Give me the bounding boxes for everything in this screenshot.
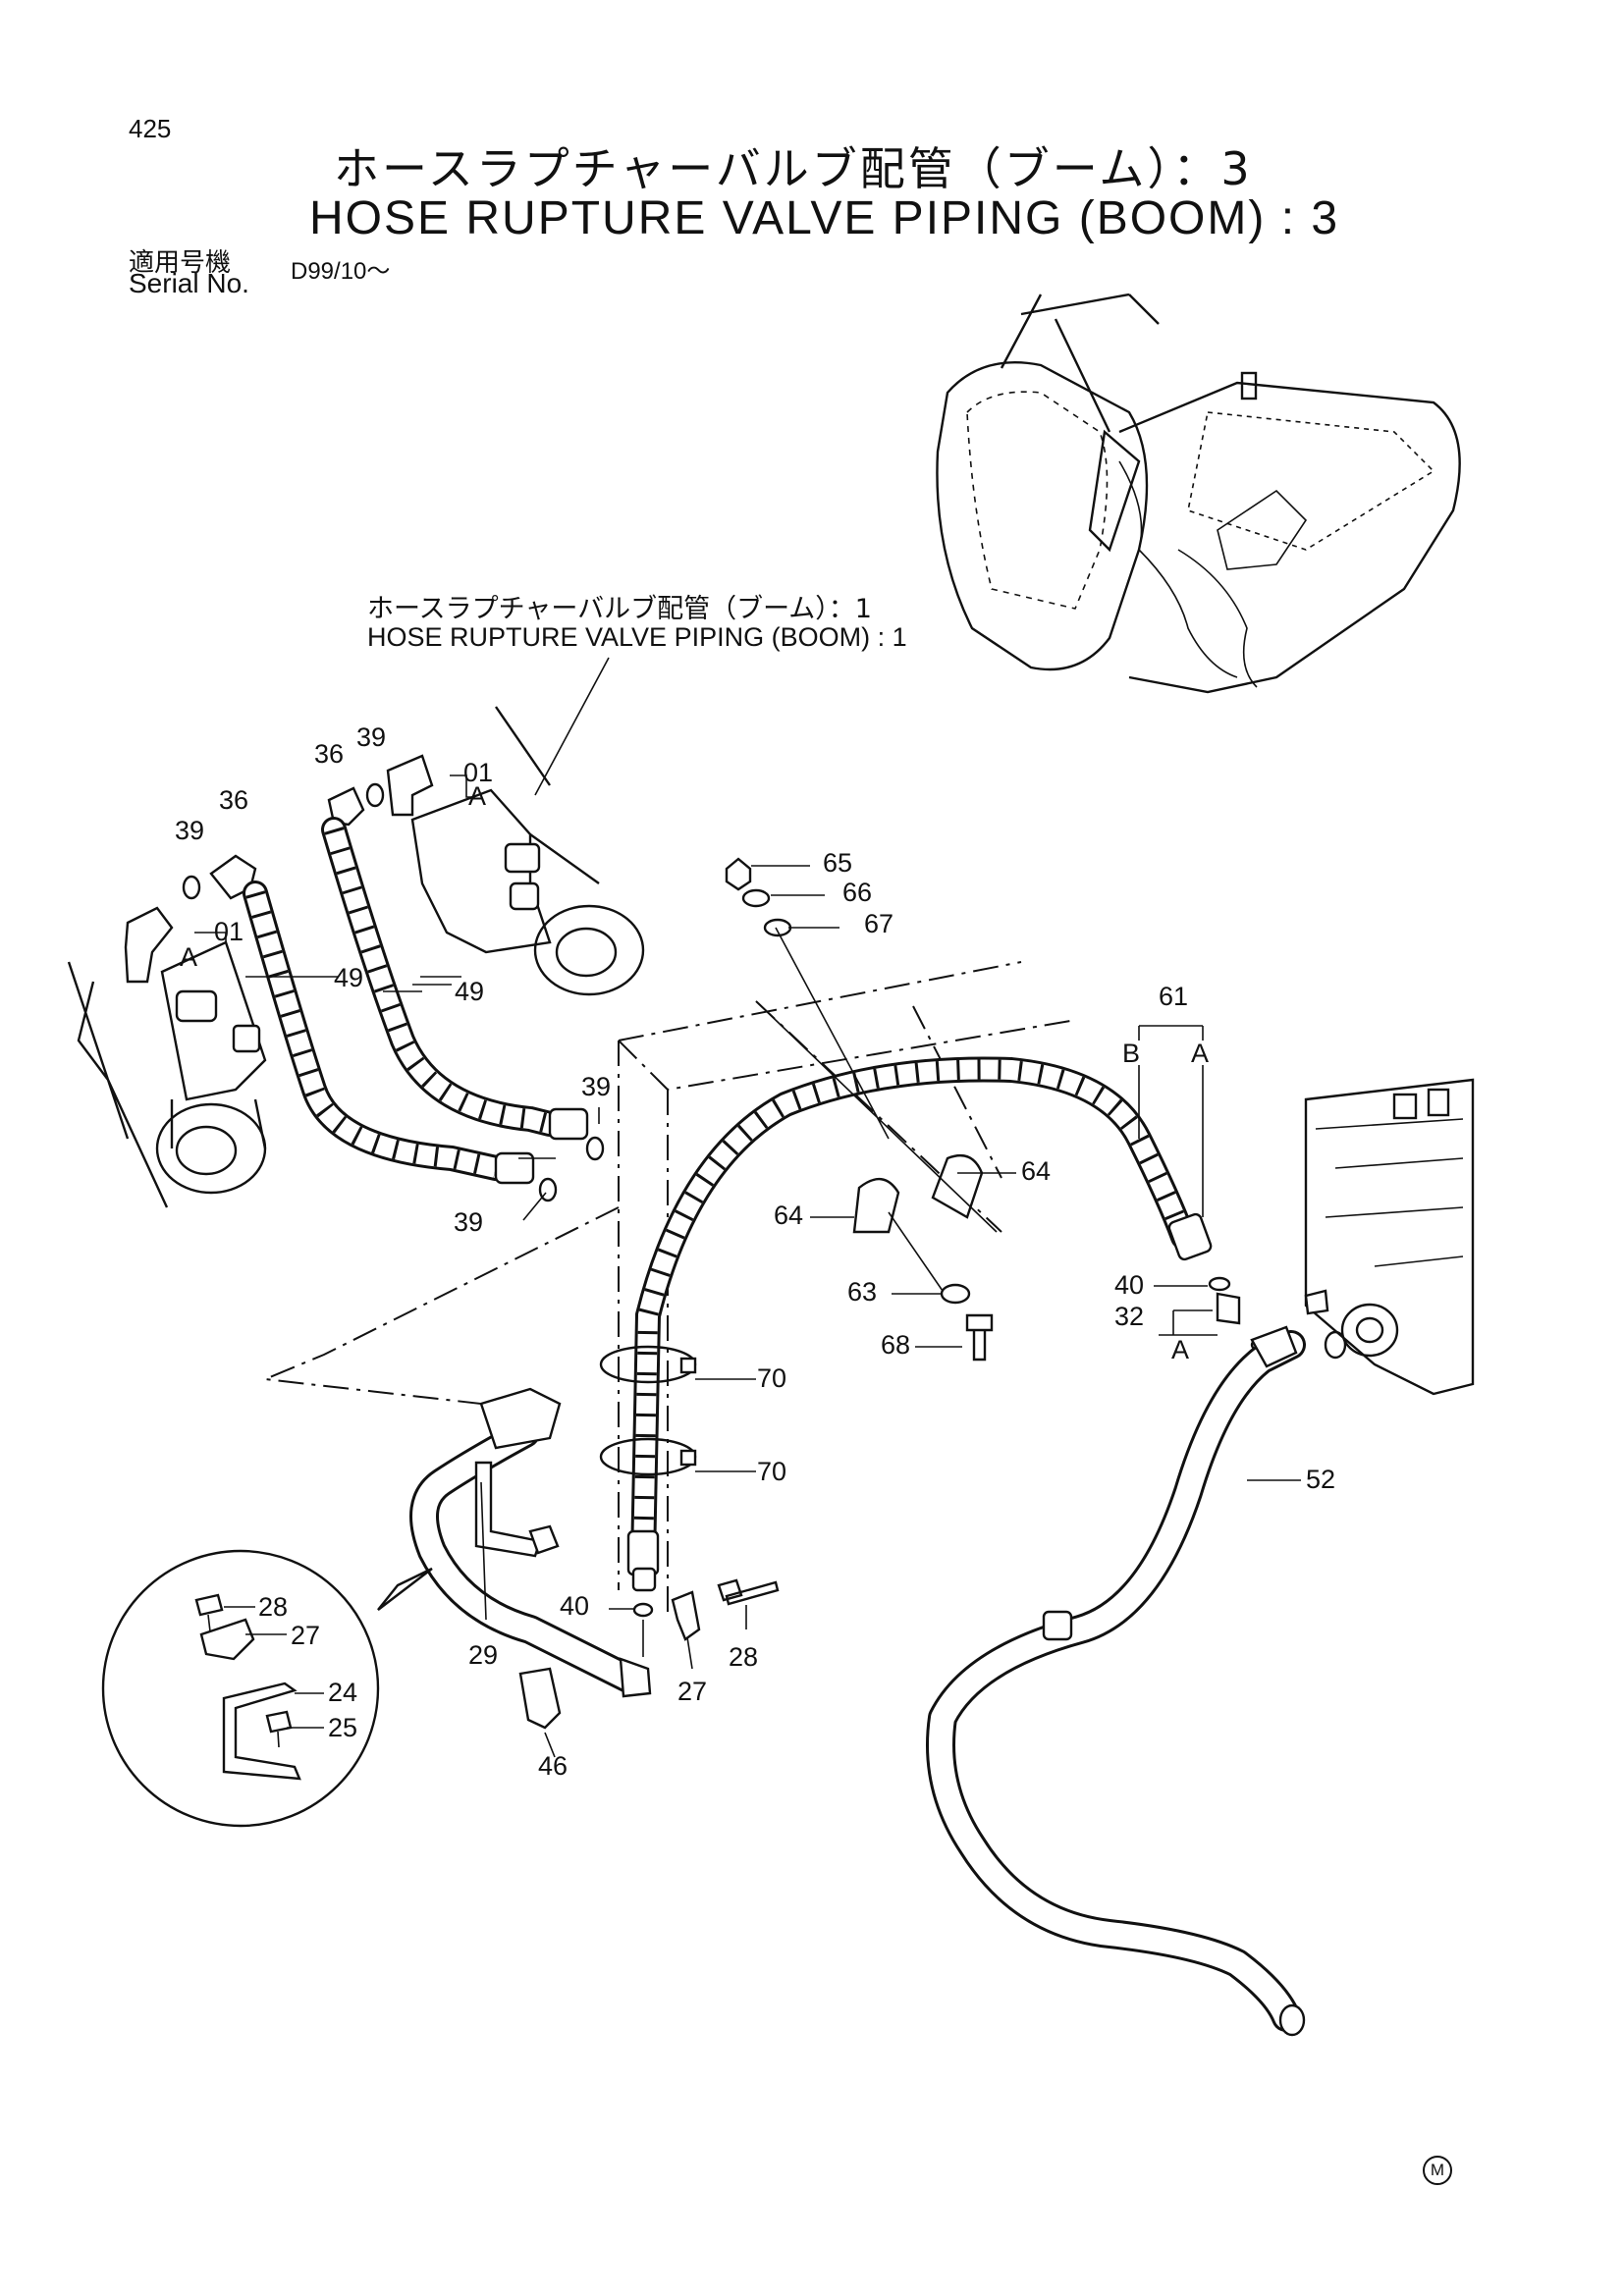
callout-27: 27 — [677, 1677, 707, 1706]
callout-66: 66 — [842, 878, 872, 907]
callout-port-a: A — [180, 942, 197, 972]
callout-70: 70 — [757, 1363, 786, 1393]
callout-39: 39 — [356, 722, 386, 752]
callout-70: 70 — [757, 1457, 786, 1486]
page-number: 425 — [129, 114, 172, 143]
excavator-overview — [936, 293, 1461, 694]
callout-port-a: A — [1171, 1335, 1189, 1364]
callout-40: 40 — [560, 1591, 589, 1621]
callout-61: 61 — [1159, 982, 1188, 1011]
serial-label: Serial No. — [129, 268, 249, 298]
callout-68: 68 — [881, 1330, 910, 1360]
callout-64: 64 — [774, 1201, 803, 1230]
pump-assembly — [1304, 1078, 1475, 1396]
callout-67: 67 — [864, 909, 893, 938]
callout-25: 25 — [328, 1713, 357, 1742]
hose-61 — [626, 1056, 1213, 1592]
callout-39: 39 — [454, 1207, 483, 1237]
callout-28: 28 — [729, 1642, 758, 1672]
callout-port-a: A — [468, 781, 486, 811]
callout-36: 36 — [314, 739, 344, 769]
pipe-52 — [926, 1325, 1306, 2037]
manufacturer-mark: M — [1423, 2156, 1452, 2185]
boom-cylinder-left — [67, 940, 267, 1208]
subassembly-ref-japanese: ホースラプチャーバルブ配管（ブーム）：1 — [367, 594, 872, 624]
band-clamps-70 — [599, 1345, 697, 1476]
callout-32: 32 — [1114, 1302, 1144, 1331]
serial-value: D99/10～ — [291, 258, 391, 285]
callout-01: 01 — [214, 917, 244, 946]
pipe-29 — [409, 1387, 654, 1698]
callout-27: 27 — [291, 1621, 320, 1650]
callout-63: 63 — [847, 1277, 877, 1307]
elbow-fittings — [124, 754, 605, 1202]
callout-49: 49 — [334, 963, 363, 992]
callout-46: 46 — [538, 1751, 568, 1781]
page-title: HOSE RUPTURE VALVE PIPING (BOOM) : 3 — [309, 192, 1340, 244]
callout-24: 24 — [328, 1678, 357, 1707]
callout-29: 29 — [468, 1640, 498, 1670]
callout-port-a: A — [1191, 1039, 1209, 1068]
clip-46-and-bolt — [518, 1578, 780, 1730]
callout-40: 40 — [1114, 1270, 1144, 1300]
serial-label-japanese: 適用号機 — [129, 248, 232, 278]
callout-52: 52 — [1306, 1465, 1335, 1494]
callout-39: 39 — [581, 1072, 611, 1101]
callout-36: 36 — [219, 785, 248, 815]
callout-39: 39 — [175, 816, 204, 845]
page-title-japanese: ホースラプチャーバルブ配管（ブーム）：3 — [334, 142, 1253, 195]
callout-49: 49 — [455, 977, 484, 1006]
callout-64: 64 — [1021, 1156, 1051, 1186]
callout-28: 28 — [258, 1592, 288, 1622]
clips-and-fasteners — [725, 857, 998, 1362]
callout-65: 65 — [823, 848, 852, 878]
leader-lines — [194, 657, 1301, 1758]
callout-port-b: B — [1122, 1039, 1140, 1068]
callout-labels: 01 01 A A 39 39 39 39 36 36 49 49 65 66 … — [175, 722, 1335, 1781]
hose-49-assemblies — [243, 817, 589, 1185]
boom-cylinder-right — [410, 706, 645, 996]
callout-01: 01 — [463, 758, 493, 787]
subassembly-ref: HOSE RUPTURE VALVE PIPING (BOOM) : 1 — [367, 622, 907, 652]
